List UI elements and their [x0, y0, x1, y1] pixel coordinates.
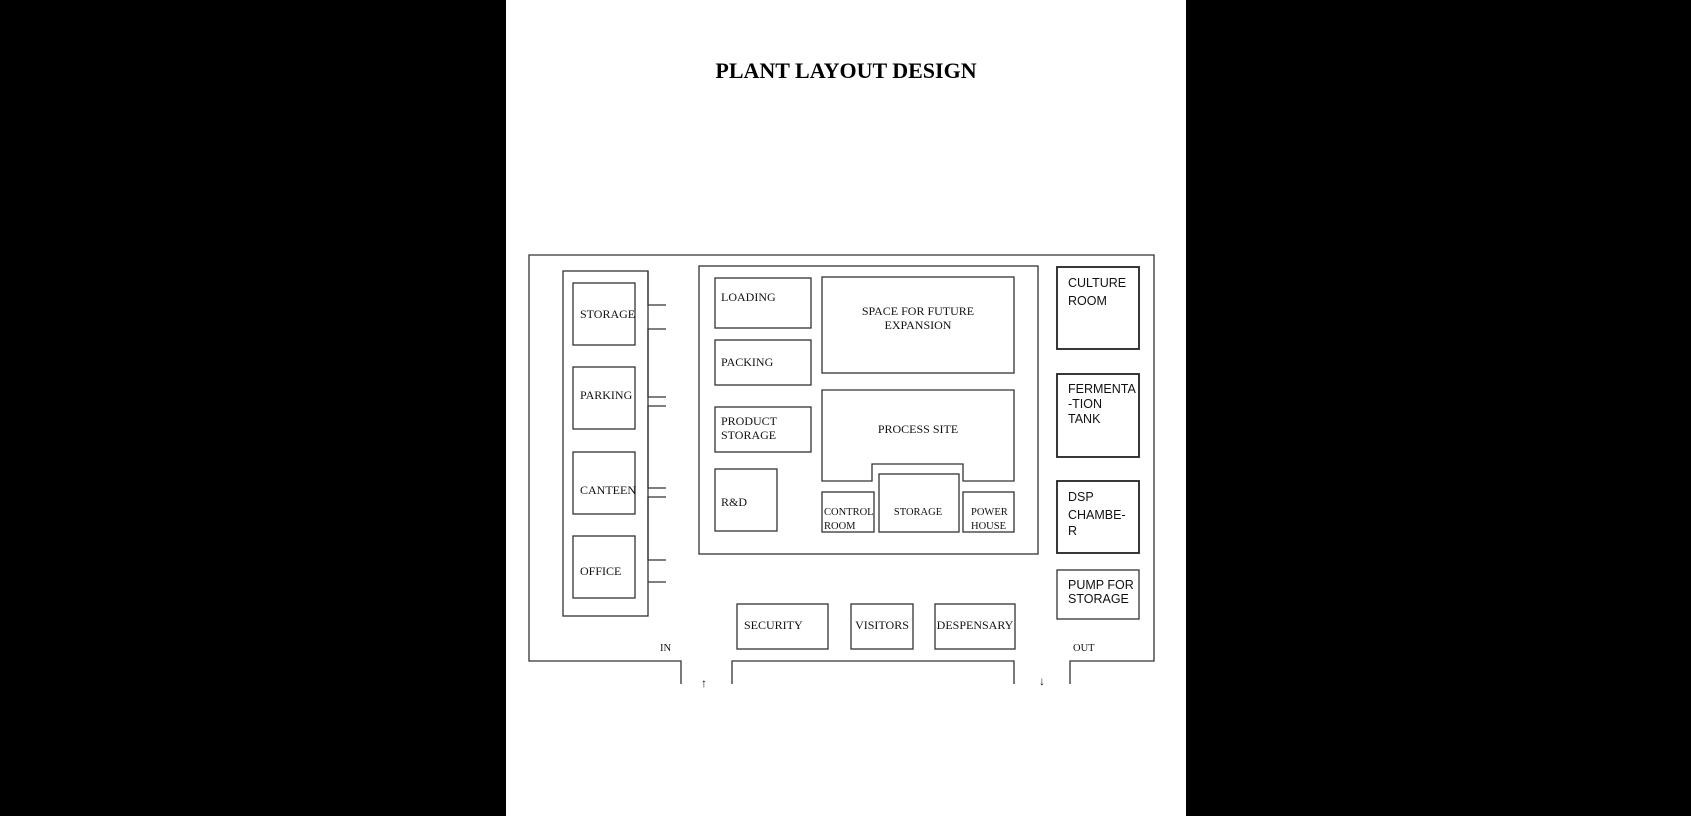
culture-room-label-1: CULTURE — [1068, 276, 1126, 290]
power-house-label-1: POWER — [971, 507, 1008, 518]
loading-room — [714, 277, 812, 329]
dsp-chamber-label-1: DSP — [1068, 490, 1094, 504]
control-room-label-1: CONTROL — [824, 507, 874, 518]
canteen-room — [572, 451, 636, 515]
storage-left-label: STORAGE — [580, 307, 635, 321]
product-storage-room — [714, 406, 812, 453]
parking-room — [572, 366, 636, 430]
power-house-room — [962, 491, 1015, 533]
in-gate-label: IN — [660, 643, 671, 654]
control-room — [821, 491, 875, 533]
storage-left-room — [572, 282, 636, 346]
future-expansion-area — [821, 276, 1015, 374]
control-room-label-2: ROOM — [824, 521, 856, 532]
loading-label: LOADING — [721, 290, 776, 304]
security-room — [736, 603, 829, 650]
pump-label-2: STORAGE — [1068, 592, 1129, 606]
office-label: OFFICE — [580, 564, 621, 578]
page-title: PLANT LAYOUT DESIGN — [715, 58, 977, 83]
site-boundary — [528, 254, 1155, 684]
fermentation-label-2: -TION — [1068, 397, 1102, 411]
out-arrow-icon: ↓ — [1039, 674, 1045, 688]
storage-center-label: STORAGE — [894, 507, 942, 518]
product-storage-label-1: PRODUCT — [721, 414, 778, 428]
packing-room — [714, 339, 812, 386]
canteen-label: CANTEEN — [580, 483, 636, 497]
fermentation-label-3: TANK — [1068, 412, 1101, 426]
gate-wall — [731, 660, 1015, 684]
fermentation-tank — [1056, 373, 1140, 458]
visitors-room — [850, 603, 914, 650]
despensary-room — [934, 603, 1016, 650]
despensary-label: DESPENSARY — [937, 618, 1014, 632]
culture-room-label-2: ROOM — [1068, 294, 1107, 308]
out-gate-label: OUT — [1073, 643, 1095, 654]
process-site-label: PROCESS SITE — [878, 422, 958, 436]
storage-center-room — [878, 473, 960, 533]
rnd-label: R&D — [721, 495, 747, 509]
dsp-chamber-label-3: R — [1068, 524, 1077, 538]
rnd-room — [714, 468, 778, 532]
product-storage-label-2: STORAGE — [721, 428, 776, 442]
visitors-label: VISITORS — [855, 618, 909, 632]
future-expansion-label-1: SPACE FOR FUTURE — [862, 304, 974, 318]
culture-room — [1056, 266, 1140, 350]
process-site-area — [821, 389, 1015, 482]
future-expansion-label-2: EXPANSION — [885, 318, 952, 332]
dsp-chamber — [1056, 480, 1140, 554]
plant-layout-diagram: STORAGE PARKING CANTEEN OFFICE LOADING P… — [528, 254, 1155, 690]
roadway-connector — [647, 271, 666, 583]
fermentation-label-1: FERMENTA — [1068, 382, 1136, 396]
dsp-chamber-label-2: CHAMBE- — [1068, 508, 1126, 522]
office-room — [572, 535, 636, 599]
in-arrow-icon: ↑ — [701, 676, 707, 690]
pump-for-storage — [1056, 569, 1140, 620]
document-page: PLANT LAYOUT DESIGN STORAGE — [506, 0, 1186, 816]
packing-label: PACKING — [721, 355, 774, 369]
power-house-label-2: HOUSE — [971, 521, 1006, 532]
security-label: SECURITY — [744, 618, 803, 632]
pump-label-1: PUMP FOR — [1068, 578, 1134, 592]
parking-label: PARKING — [580, 388, 633, 402]
